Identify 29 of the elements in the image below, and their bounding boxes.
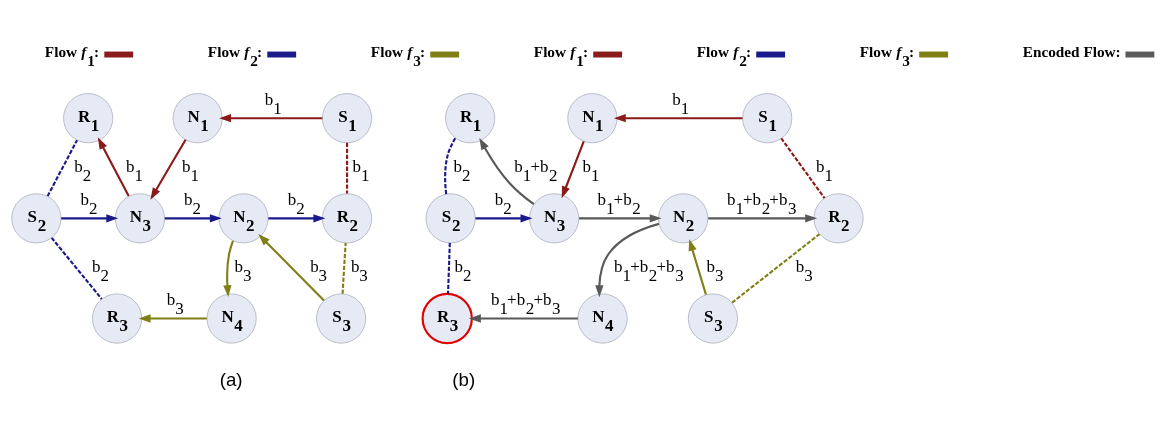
arrow — [708, 213, 818, 222]
arrow — [164, 213, 222, 222]
arrow — [579, 213, 662, 222]
arrow — [595, 222, 660, 297]
arrow — [688, 238, 707, 295]
arrow — [258, 233, 325, 301]
label: (a) — [219, 368, 243, 390]
connector — [341, 242, 347, 294]
arrow — [475, 213, 533, 222]
legend-label: Encoded Flow: — [1022, 42, 1121, 60]
arrow — [268, 213, 326, 222]
arrow — [138, 313, 207, 323]
connector — [444, 136, 457, 194]
arrow — [219, 113, 323, 122]
arrow — [479, 137, 535, 205]
arrow — [469, 313, 578, 323]
arrow — [561, 140, 585, 198]
arrow — [613, 113, 743, 122]
arrow — [61, 213, 119, 222]
connector — [50, 236, 103, 300]
connector — [780, 137, 826, 199]
arrow — [223, 240, 234, 297]
label: (b) — [452, 368, 476, 390]
connector — [346, 142, 349, 194]
connector — [447, 242, 451, 294]
arrow — [97, 136, 130, 197]
arrow — [150, 138, 187, 200]
connector — [731, 232, 821, 303]
connector — [46, 139, 78, 197]
